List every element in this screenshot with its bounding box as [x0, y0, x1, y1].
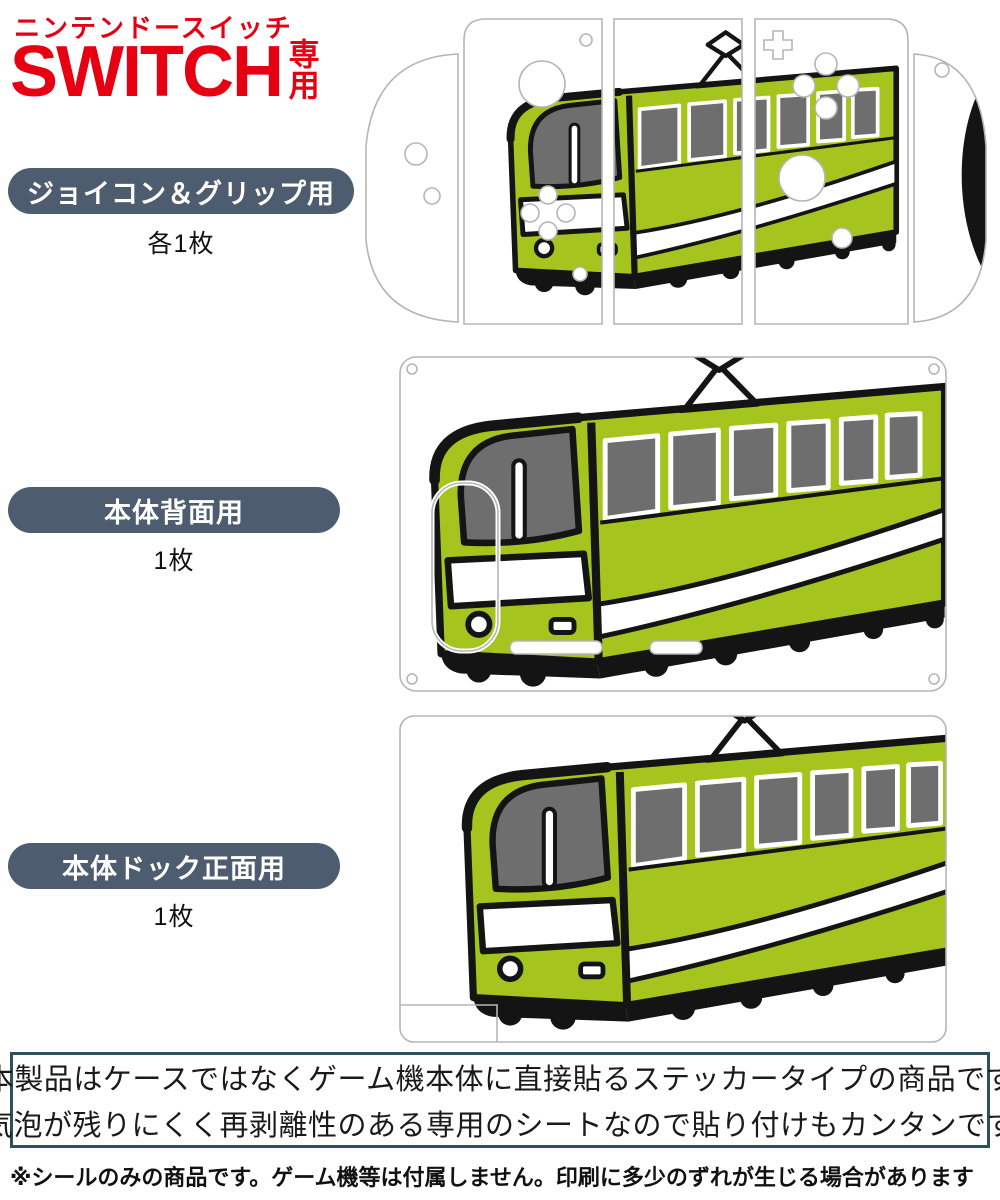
brand-row: SWITCH 専用	[10, 32, 319, 112]
train-illustration	[511, 32, 986, 295]
skin-cutlines	[365, 18, 987, 325]
section-count-console-back: 1枚	[153, 547, 195, 575]
dock-lip-cutline	[400, 1004, 498, 1042]
vent-slot-cutouts	[509, 640, 703, 655]
section-label-dock-front: 本体ドック正面用	[8, 843, 340, 889]
notice-line-1: 本製品はケースではなくゲーム機本体に直接貼るステッカータイプの商品です	[0, 1064, 1000, 1096]
skin-cutline	[399, 715, 947, 1043]
footnote-text: ※シールのみの商品です。ゲーム機等は付属しません。印刷に多少のずれが生じる場合が…	[10, 1165, 974, 1190]
section-label-joycon-grip: ジョイコン＆グリップ用	[8, 168, 354, 214]
section-count-joycon-grip: 各1枚	[147, 230, 215, 258]
brand-suffix-text: 専用	[283, 38, 319, 100]
brand-small-text: ニンテンドースイッチ	[14, 13, 293, 43]
joycon-grip-skin-illustration	[365, 18, 987, 325]
section-count-dock-front: 1枚	[153, 903, 195, 931]
brand-logo-text: SWITCH	[10, 32, 284, 112]
kickstand-cutline	[429, 480, 501, 654]
train-illustration	[435, 355, 945, 687]
screw-hole-cutouts	[406, 363, 940, 685]
notice-box: 本製品はケースではなくゲーム機本体に直接貼るステッカータイプの商品です 気泡が残…	[0, 1052, 1000, 1148]
console-back-skin-illustration	[399, 355, 947, 692]
dock-front-skin-illustration	[399, 714, 948, 1043]
train-illustration	[467, 714, 948, 1030]
skin-cutline	[399, 356, 947, 692]
button-cutouts	[404, 30, 950, 282]
notice-line-2: 気泡が残りにくく再剥離性のある専用のシートなので貼り付けもカンタンです	[0, 1110, 1000, 1142]
section-label-console-back: 本体背面用	[8, 487, 340, 533]
